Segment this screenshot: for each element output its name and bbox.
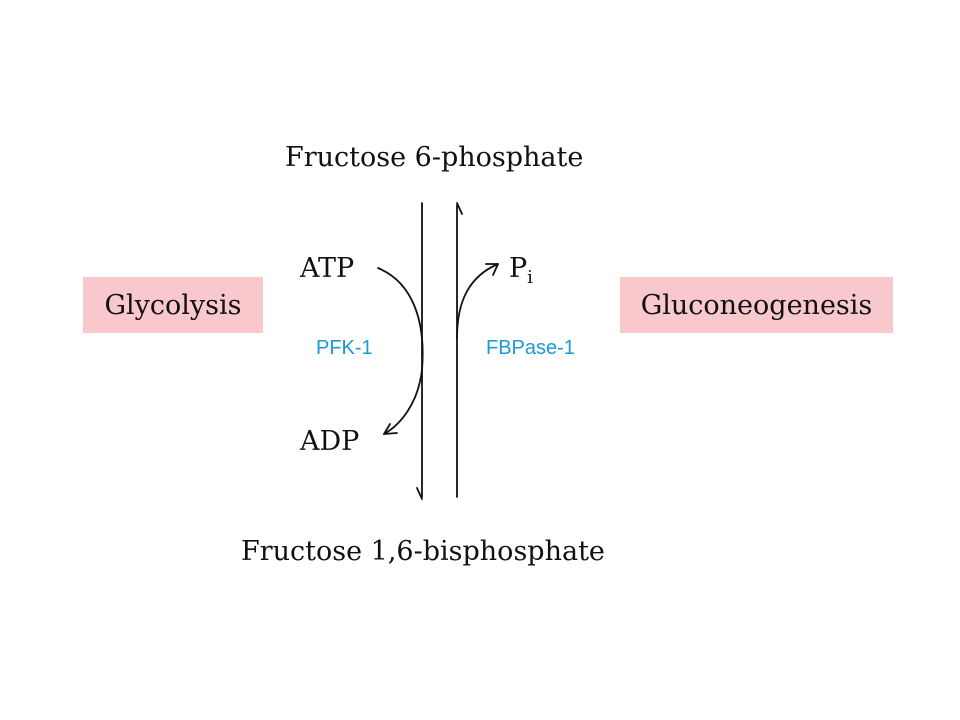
atp-label: ATP <box>300 253 355 284</box>
pfk1-enzyme-label: PFK-1 <box>316 337 373 359</box>
glycolysis-box: Glycolysis <box>83 277 263 333</box>
atp-adp-curve <box>377 267 424 435</box>
reverse-arrow-head <box>456 202 463 215</box>
fbpase1-enzyme-label: FBPase-1 <box>486 337 575 359</box>
pi-subscript: i <box>527 267 533 288</box>
gluconeogenesis-label: Gluconeogenesis <box>640 289 873 321</box>
adp-label: ADP <box>300 426 360 457</box>
pi-label: Pi <box>509 255 533 287</box>
forward-arrow-head <box>416 487 423 500</box>
pi-arrow-head <box>485 263 499 276</box>
adp-arrow-head <box>383 423 398 435</box>
substrate-label: Fructose 6-phosphate <box>285 142 584 173</box>
gluconeogenesis-box: Gluconeogenesis <box>620 277 893 333</box>
product-label: Fructose 1,6-bisphosphate <box>241 536 605 567</box>
glycolysis-label: Glycolysis <box>104 289 242 321</box>
pi-main: P <box>509 253 528 284</box>
pi-curve <box>456 263 499 339</box>
